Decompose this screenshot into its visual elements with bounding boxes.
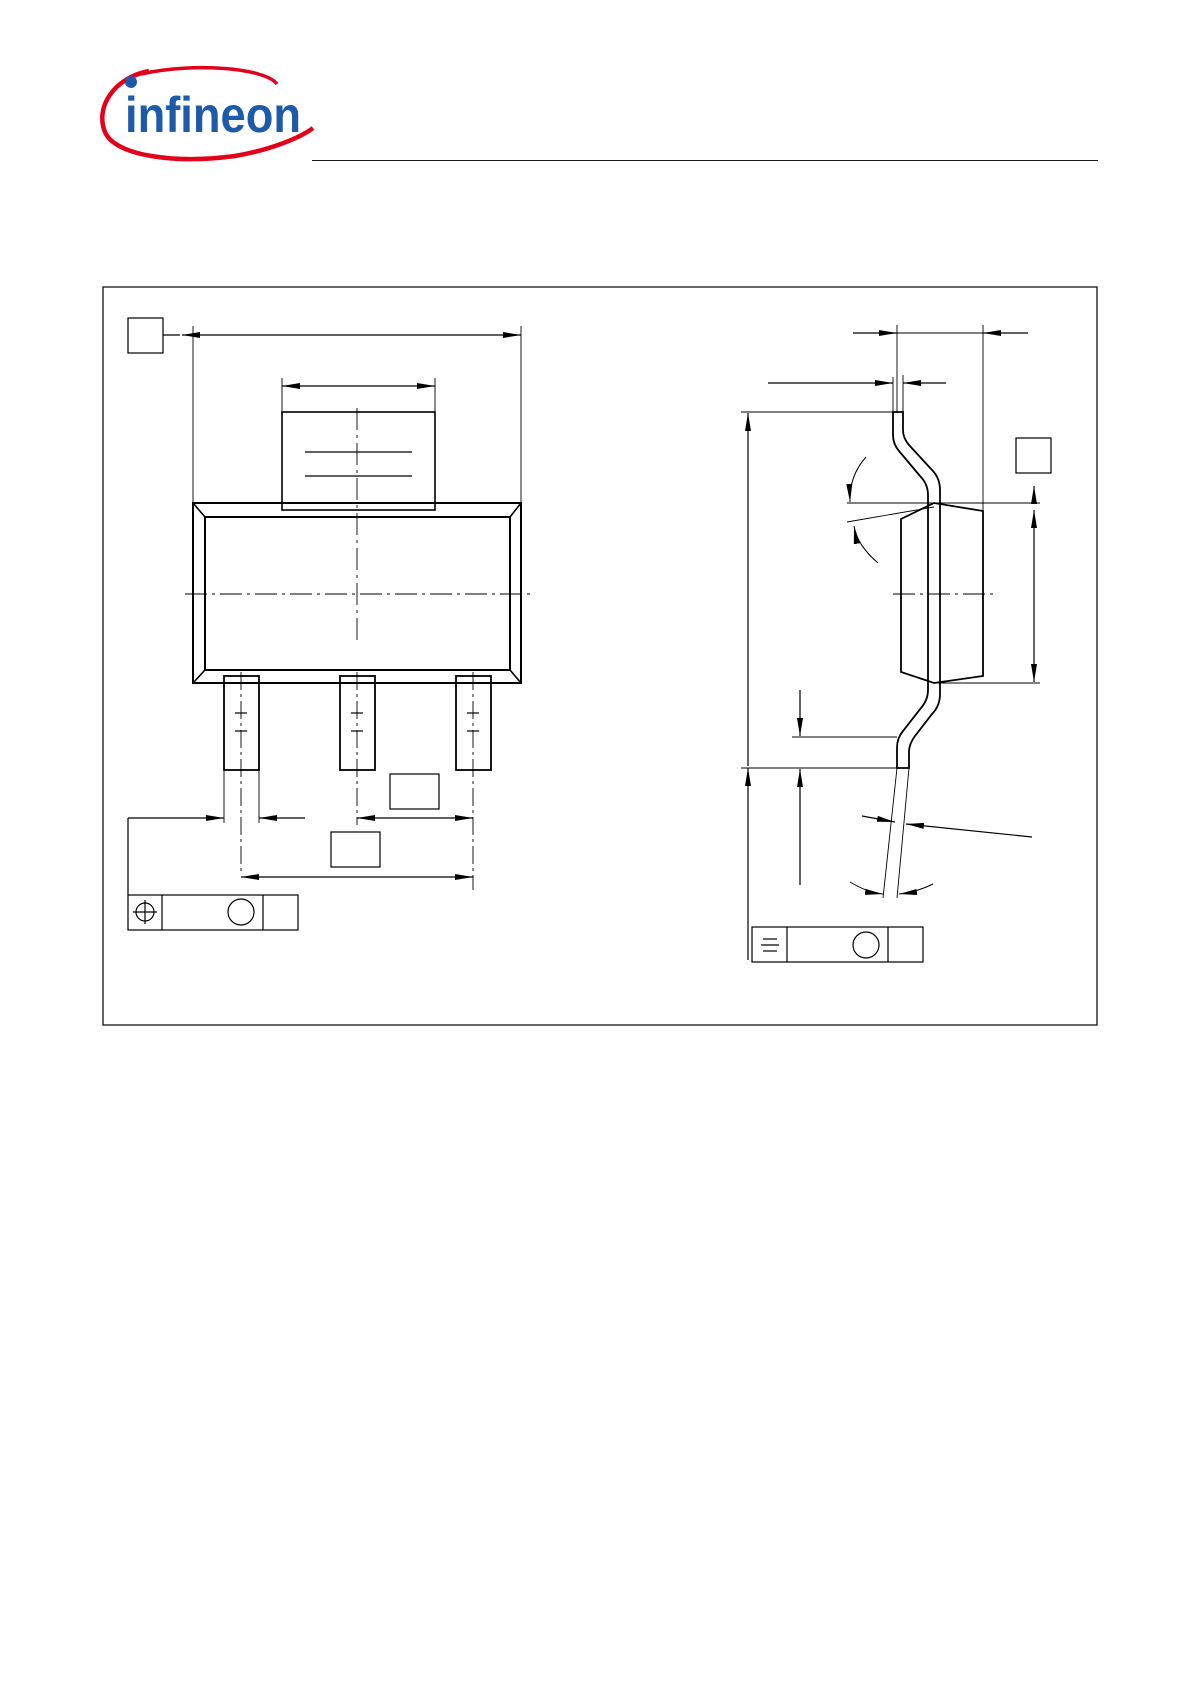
lead-span-dimension-box (330, 831, 381, 868)
lead-profile (892, 411, 941, 769)
datum-box-top (127, 317, 164, 354)
lead-1 (223, 672, 260, 875)
logo-wordmark: infineon (125, 87, 301, 143)
logo-swoosh (100, 68, 315, 162)
lead-2 (339, 672, 376, 825)
header-rule (312, 160, 1098, 161)
body-draft-angle (846, 456, 867, 503)
infineon-logo: infineon (100, 65, 315, 162)
pitch-dimension-box (389, 773, 440, 810)
datum-box-side (1015, 437, 1052, 474)
mmc-circle-icon (227, 898, 255, 926)
package-body-inner (204, 516, 511, 671)
top-view (127, 317, 532, 931)
logo-swoosh-top (140, 65, 279, 86)
mmc-circle-side-icon (852, 931, 880, 959)
coplanarity-frame (751, 926, 924, 963)
body-side-profile (900, 502, 984, 684)
heat-tab (281, 411, 436, 511)
lead-tip-dimension (861, 815, 896, 823)
lead-3 (455, 672, 492, 890)
logo-dot (125, 76, 137, 88)
drawing-frame (102, 286, 1098, 1026)
position-tolerance-frame (127, 894, 299, 931)
side-view (741, 325, 1052, 963)
lead-angle-arc (849, 881, 884, 895)
